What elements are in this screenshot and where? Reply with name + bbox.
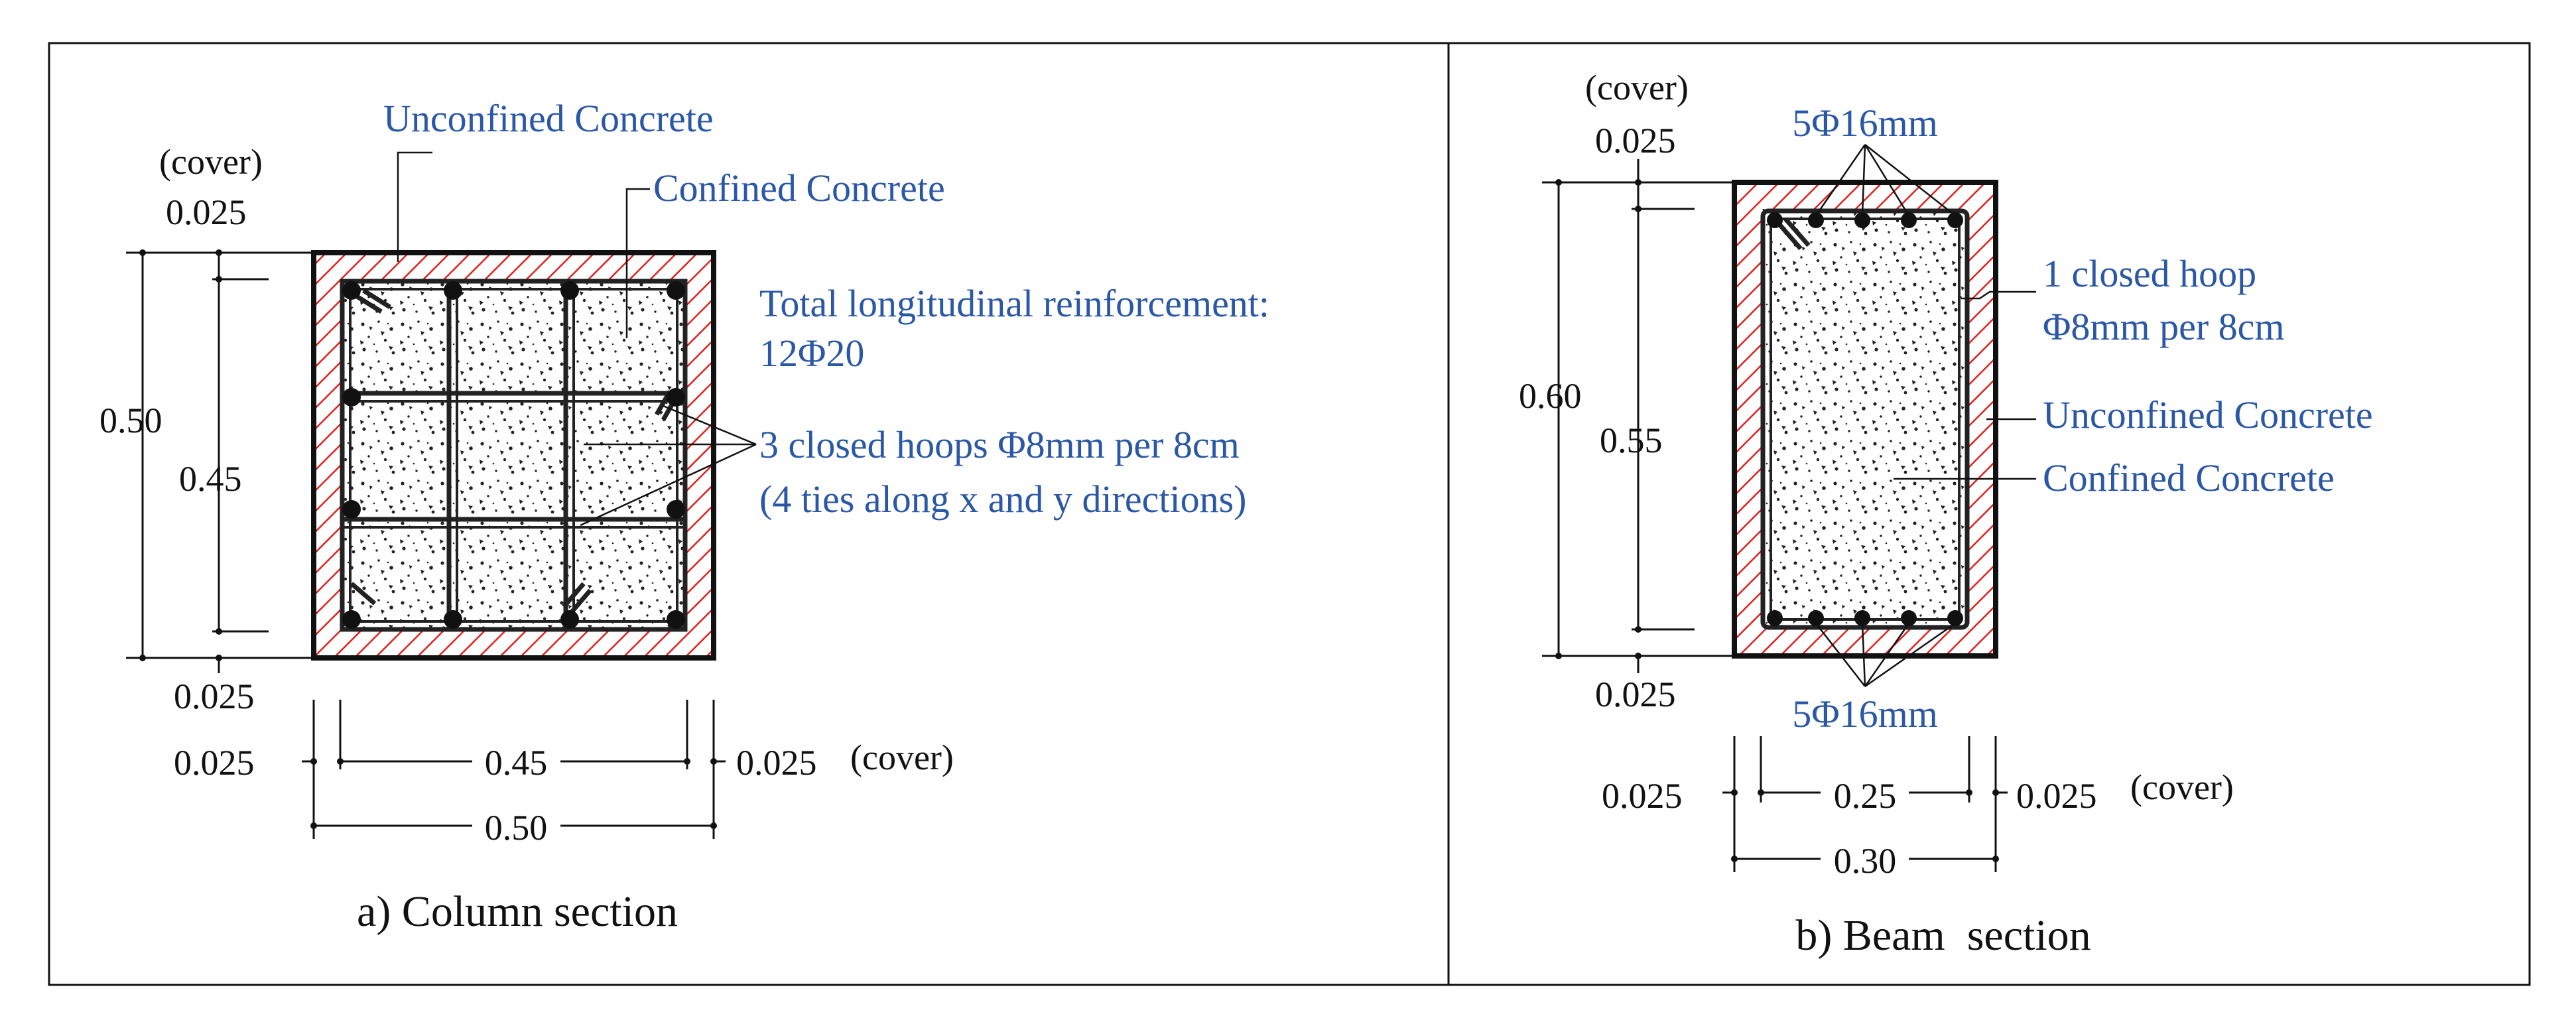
beam-vertical-dims — [1542, 159, 1732, 673]
column-section: Unconfined Concrete Confined Concrete To… — [99, 97, 1269, 936]
column-reinforcement-line1: Total longitudinal reinforcement: — [759, 282, 1269, 325]
column-dim-left-cover: 0.025 — [174, 743, 255, 783]
beam-dim-bottom-cover: 0.025 — [1595, 675, 1676, 714]
column-hoops-line2: (4 ties along x and y directions) — [759, 478, 1247, 521]
column-dim-top-cover: 0.025 — [166, 192, 247, 232]
column-dim-height-total: 0.50 — [99, 401, 162, 440]
column-dim-bottom-cover: 0.025 — [174, 676, 255, 716]
column-hoops-line1: 3 closed hoops Φ8mm per 8cm — [759, 423, 1240, 466]
column-vertical-dims — [126, 249, 312, 673]
column-dim-width-core: 0.45 — [485, 743, 548, 783]
column-caption: a) Column section — [357, 887, 678, 936]
beam-dim-left-cover: 0.025 — [1602, 776, 1683, 816]
beam-horizontal-dims — [1722, 736, 2008, 872]
beam-cover-label: (cover) — [1585, 68, 1689, 107]
beam-dim-width-core: 0.25 — [1834, 776, 1897, 816]
beam-top-bars-label: 5Φ16mm — [1792, 101, 1938, 145]
beam-bar-leaders — [1815, 144, 2036, 688]
column-reinforcement-line2: 12Φ20 — [759, 332, 864, 375]
column-label-confined: Confined Concrete — [653, 166, 945, 210]
column-hoops — [340, 279, 688, 632]
column-dim-right-cover-label: (cover) — [850, 738, 954, 777]
beam-label-confined: Confined Concrete — [2043, 456, 2335, 499]
column-cover-label: (cover) — [159, 142, 263, 182]
column-label-unconfined: Unconfined Concrete — [383, 97, 714, 140]
column-horizontal-dims — [302, 700, 726, 839]
column-confined-core — [340, 279, 687, 631]
beam-label-unconfined: Unconfined Concrete — [2043, 393, 2373, 436]
column-leaders — [397, 151, 757, 527]
column-rebars — [342, 281, 685, 629]
beam-dim-right-cover: 0.025 — [2016, 776, 2097, 816]
figure-frame — [48, 42, 2531, 986]
column-dim-width-total: 0.50 — [485, 808, 548, 848]
column-dim-right-cover: 0.025 — [736, 743, 817, 783]
beam-rebars — [1767, 212, 1963, 626]
beam-confined-core — [1761, 209, 1969, 629]
beam-dim-right-cover-label: (cover) — [2130, 767, 2234, 807]
beam-hoop-line1: 1 closed hoop — [2043, 252, 2256, 295]
beam-dim-height-total: 0.60 — [1519, 376, 1582, 416]
column-outline — [311, 250, 716, 661]
beam-dim-height-core: 0.55 — [1600, 420, 1663, 460]
beam-caption: b) Beam section — [1795, 911, 2091, 960]
beam-hoop-line2: Φ8mm per 8cm — [2043, 305, 2285, 348]
beam-dim-width-total: 0.30 — [1834, 841, 1897, 881]
column-dim-height-core: 0.45 — [179, 459, 242, 499]
beam-dim-top-cover: 0.025 — [1595, 121, 1676, 161]
beam-section: (cover) 0.025 5Φ16mm 5Φ16mm 1 closed hoo… — [1519, 68, 2373, 960]
beam-bottom-bars-label: 5Φ16mm — [1792, 692, 1938, 736]
